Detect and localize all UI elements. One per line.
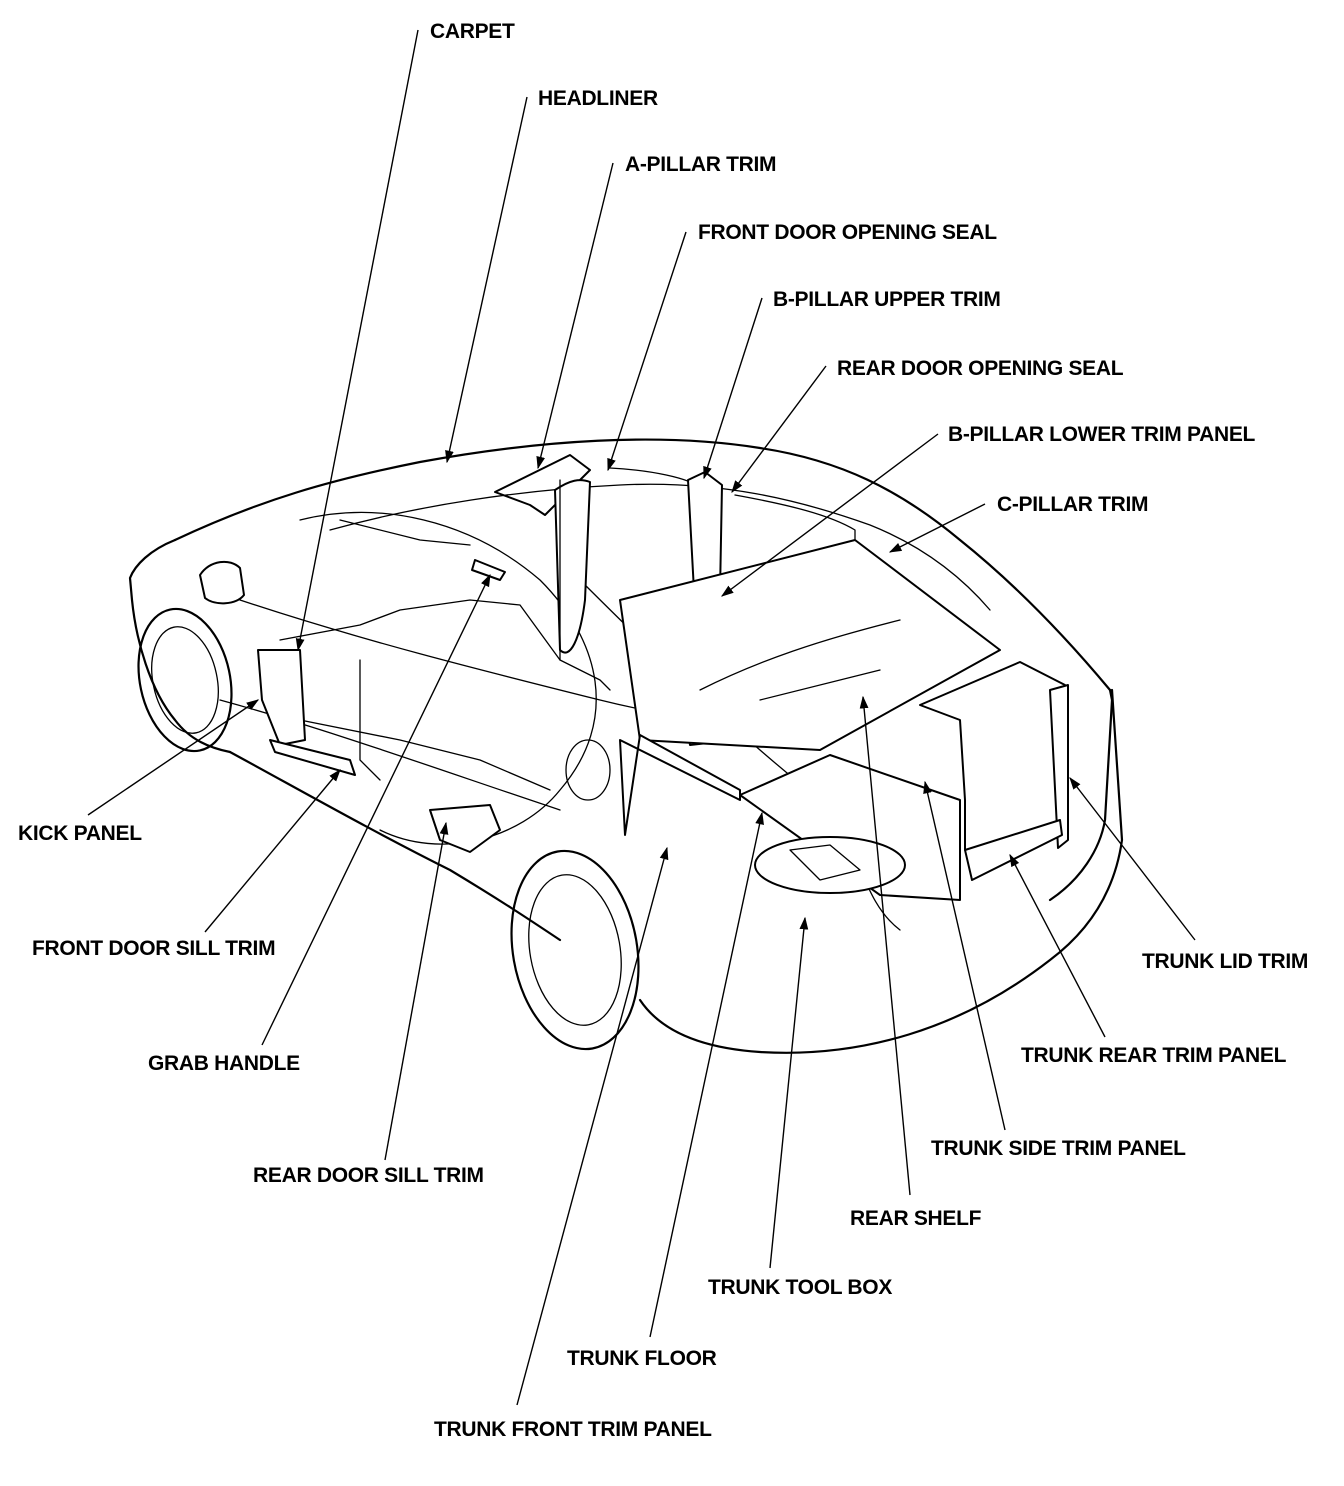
leader-carpet: [295, 29, 419, 652]
leader-kick-panel: [87, 699, 260, 816]
label-trunk-front-trim-panel: TRUNK FRONT TRIM PANEL: [434, 1418, 712, 1441]
leader-trunk-side-trim-panel: [923, 780, 1006, 1131]
label-front-door-opening-seal: FRONT DOOR OPENING SEAL: [698, 221, 997, 244]
leader-rear-shelf: [859, 695, 911, 1196]
label-trunk-rear-trim-panel: TRUNK REAR TRIM PANEL: [1021, 1044, 1287, 1067]
label-b-pillar-upper-trim: B-PILLAR UPPER TRIM: [773, 288, 1001, 311]
leader-trunk-tool-box: [769, 916, 809, 1269]
leader-front-door-sill-trim: [204, 769, 341, 933]
leader-trunk-floor: [649, 811, 764, 1338]
trim-parts: [257, 454, 1069, 901]
label-grab-handle: GRAB HANDLE: [148, 1052, 300, 1075]
label-trunk-tool-box: TRUNK TOOL BOX: [708, 1276, 892, 1299]
leader-b-pillar-upper-trim: [703, 297, 763, 480]
label-rear-door-sill-trim: REAR DOOR SILL TRIM: [253, 1164, 484, 1187]
leader-rear-door-opening-seal: [731, 365, 827, 494]
label-b-pillar-lower-trim-panel: B-PILLAR LOWER TRIM PANEL: [948, 423, 1256, 446]
label-trunk-floor: TRUNK FLOOR: [567, 1347, 717, 1370]
label-trunk-side-trim-panel: TRUNK SIDE TRIM PANEL: [931, 1137, 1186, 1160]
label-front-door-sill-trim: FRONT DOOR SILL TRIM: [32, 937, 275, 960]
label-carpet: CARPET: [430, 20, 515, 43]
label-trunk-lid-trim: TRUNK LID TRIM: [1142, 950, 1308, 973]
leader-grab-handle: [261, 573, 491, 1046]
leader-trunk-lid-trim: [1069, 777, 1196, 941]
leader-rear-door-sill-trim: [384, 821, 449, 1161]
label-rear-shelf: REAR SHELF: [850, 1207, 982, 1230]
leader-front-door-opening-seal: [607, 231, 687, 472]
label-rear-door-opening-seal: REAR DOOR OPENING SEAL: [837, 357, 1124, 380]
label-kick-panel: KICK PANEL: [18, 822, 142, 845]
label-headliner: HEADLINER: [538, 87, 658, 110]
label-a-pillar-trim: A-PILLAR TRIM: [625, 153, 776, 176]
leader-c-pillar-trim: [888, 503, 986, 553]
label-c-pillar-trim: C-PILLAR TRIM: [997, 493, 1148, 516]
leader-lines: [87, 29, 1196, 1406]
leader-b-pillar-lower-trim-panel: [720, 433, 939, 597]
leader-trunk-front-trim-panel: [516, 846, 669, 1406]
leader-a-pillar-trim: [536, 162, 614, 470]
leader-headliner: [445, 96, 528, 464]
leader-trunk-rear-trim-panel: [1009, 853, 1106, 1038]
labels: CARPET HEADLINER A-PILLAR TRIM FRONT DOO…: [18, 20, 1308, 1441]
